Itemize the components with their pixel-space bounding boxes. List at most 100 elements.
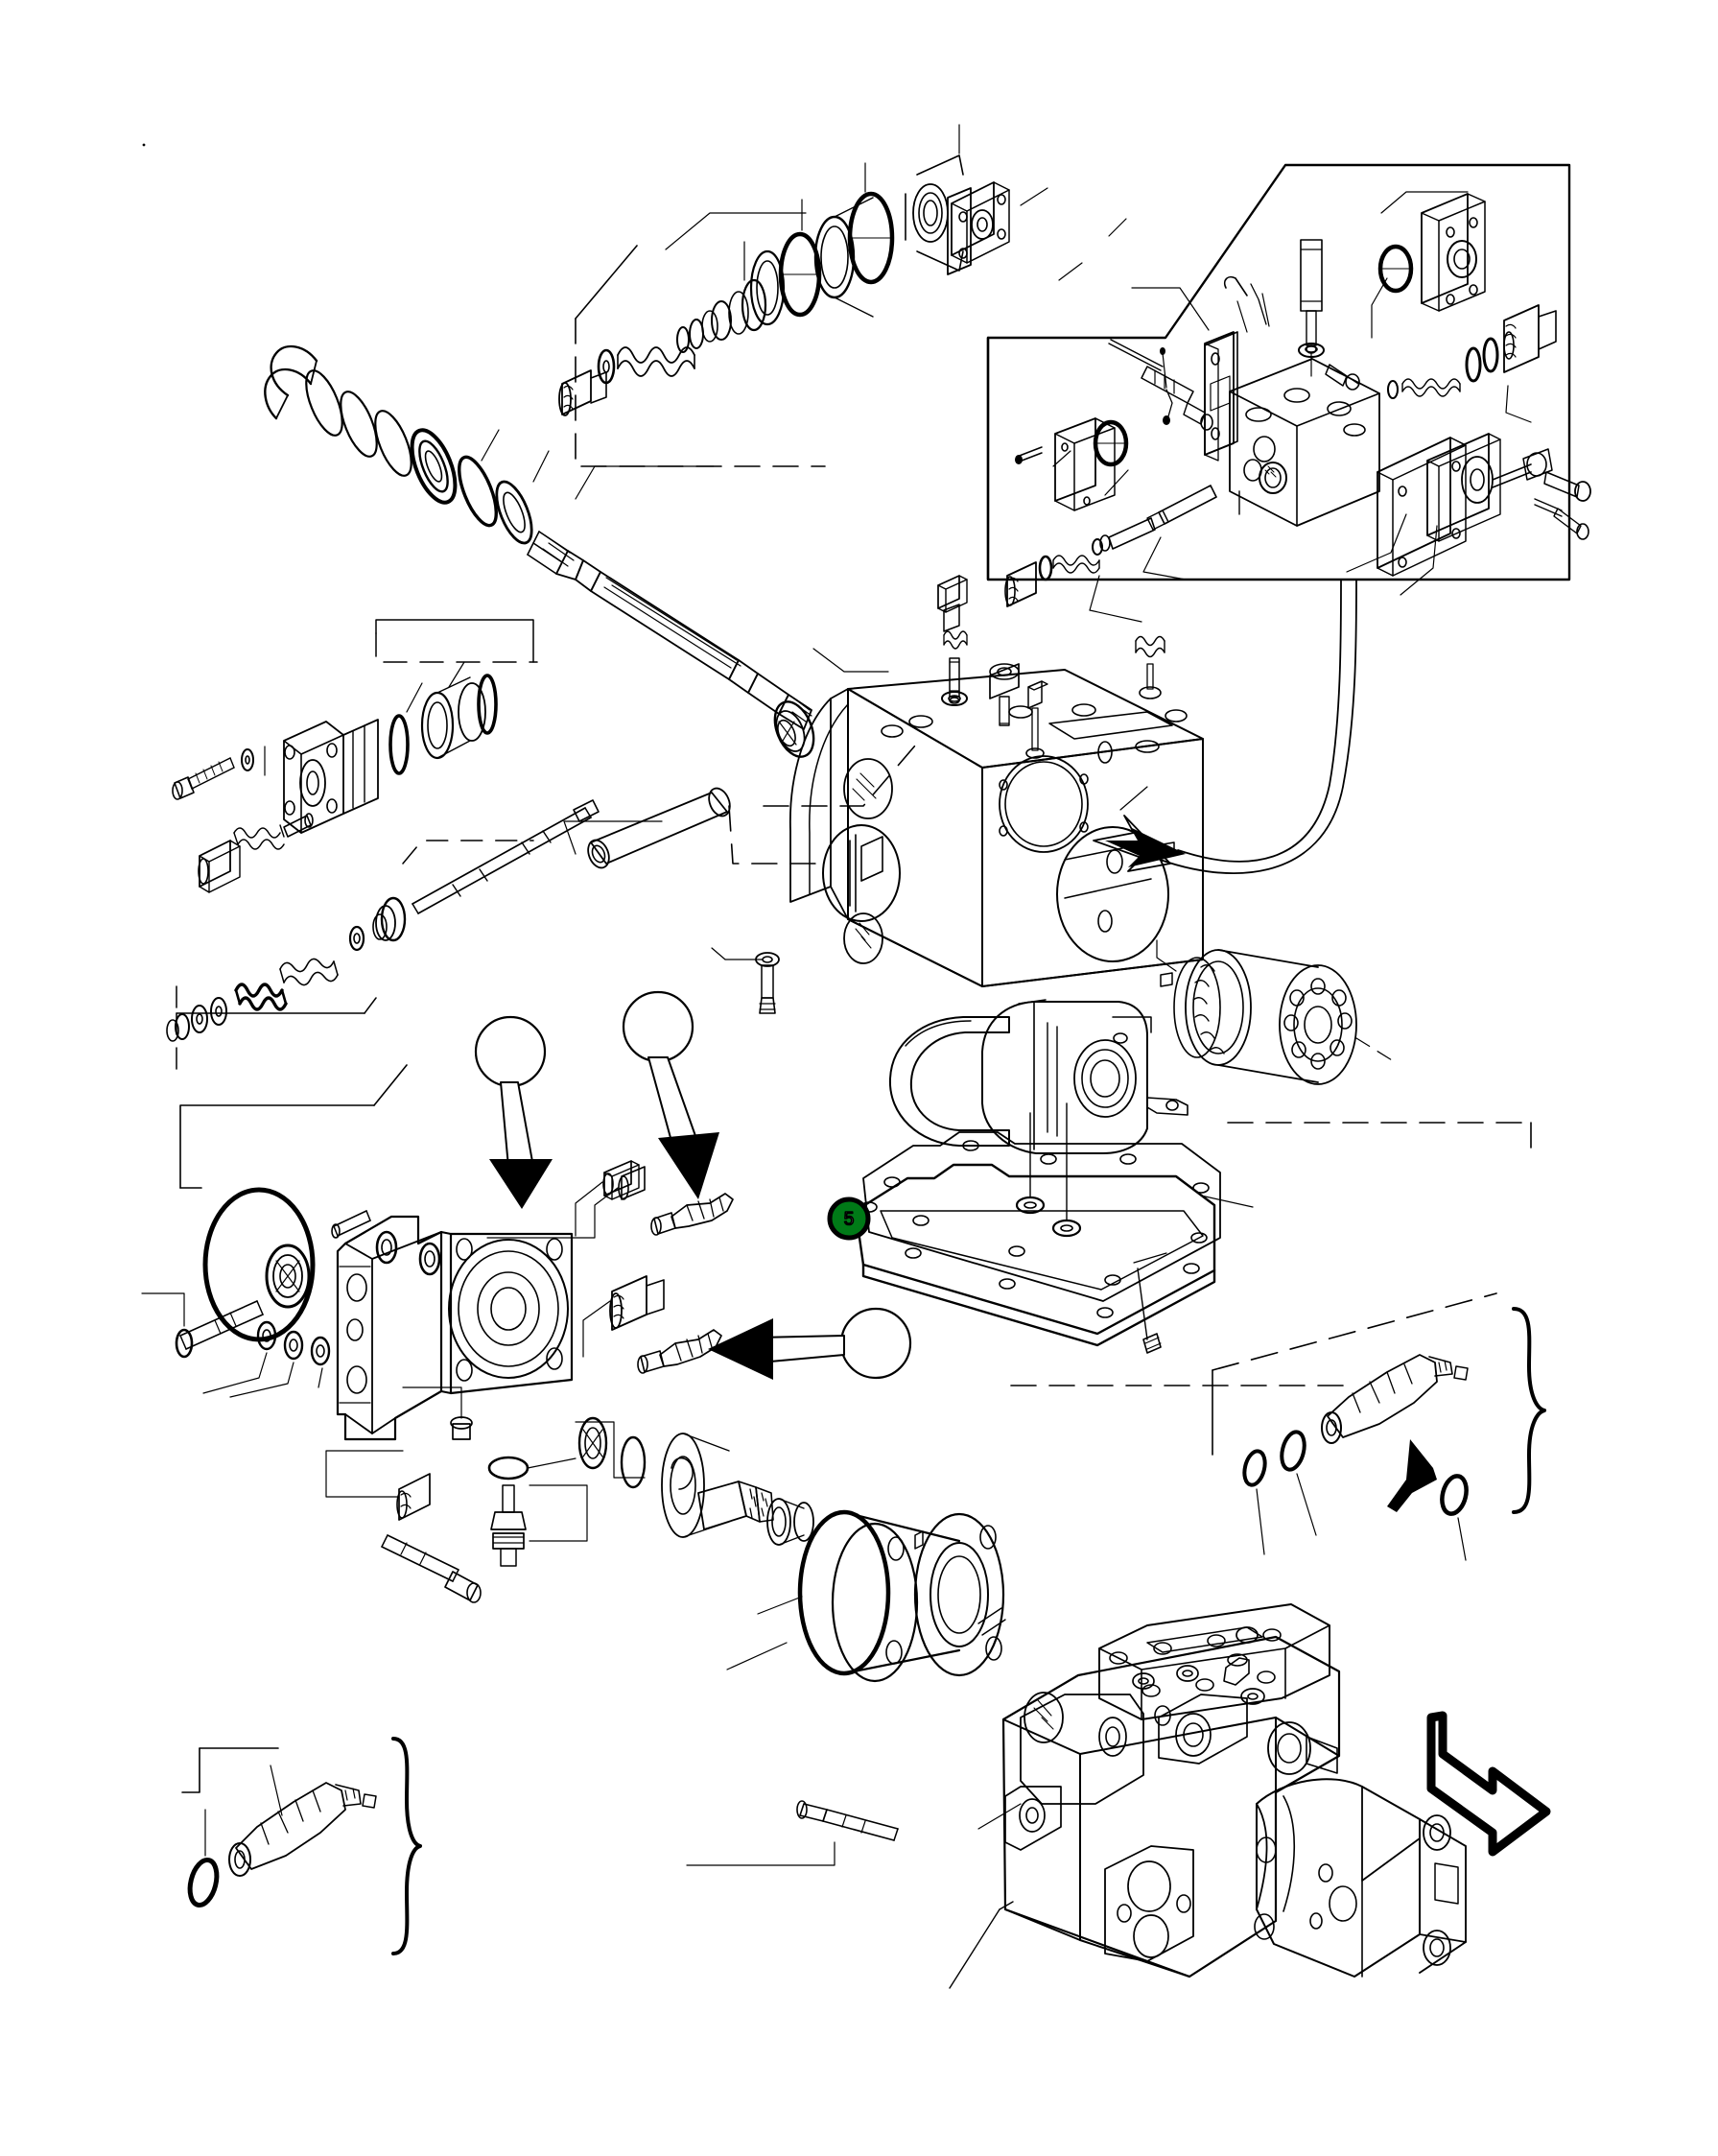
callout-balloon-c[interactable] [708, 1307, 912, 1380]
retaining-pin-bent [1223, 275, 1248, 296]
servo-cover-plate-right [1377, 437, 1467, 577]
o-ring-front-cover-b [778, 231, 822, 318]
bearing-outer-race-upper [728, 278, 767, 335]
front-cover-flange [951, 181, 1010, 264]
plug-threaded-end-cover [582, 1275, 665, 1358]
cover-plate-gasket [860, 1131, 1221, 1302]
shim-ring-1 [305, 369, 343, 437]
drive-shaft-bearing [773, 700, 815, 758]
front-cover-detail-box [575, 245, 826, 467]
end-cover-detail-box [179, 1064, 408, 1189]
cover-plate-bolt-a [1015, 1112, 1046, 1215]
valve-backing-plate [1204, 331, 1238, 456]
orifice-screw-end-cover [490, 1484, 588, 1567]
main-housing-dashed-outline [728, 738, 922, 865]
relief-spring-right [1401, 378, 1461, 397]
pilot-plunger-rod [1015, 446, 1043, 464]
o-ring-end-cover-small-a [375, 1230, 398, 1265]
spring-seat-washer-feedback [348, 925, 365, 952]
plug-screw-upper [558, 369, 607, 416]
outer-spring-feedback [234, 983, 288, 1011]
marker-5[interactable]: 5 [827, 1196, 871, 1241]
plug-hex-lower-end-cover [325, 1450, 431, 1521]
washer-end-cover-b [283, 1330, 304, 1361]
o-ring-relief-left [187, 1858, 220, 1907]
relief-valve-cartridge-left [228, 1782, 377, 1877]
inner-spring-feedback [279, 958, 339, 986]
o-ring-cover-plate-top-right [1377, 244, 1414, 294]
cover-plate-bolt-c [1137, 1268, 1162, 1354]
plug-hex-end-cover [575, 1160, 640, 1237]
servo-piston-detail-box [176, 619, 538, 1014]
o-ring-solenoid [1093, 419, 1129, 467]
spring-seat-washer-right [1387, 380, 1399, 399]
socket-head-bolt-lower-end-cover [381, 1534, 482, 1603]
spacer-ring-shaft [495, 480, 533, 545]
socket-head-bolt-housing-top [989, 663, 1020, 726]
seal-ring-relief-right [1440, 1474, 1469, 1516]
bottom-cover-plate [854, 1163, 1216, 1347]
relief-valve-cartridge-right [1321, 1354, 1469, 1444]
print-artifact-dot [142, 143, 146, 147]
cover-housing-boss [905, 154, 972, 275]
hex-nut-servo [198, 840, 241, 893]
marker-5-label: 5 [844, 1210, 855, 1230]
valve-cover-plate-top-right [1421, 193, 1486, 312]
shim-ring-2 [340, 391, 378, 458]
backup-ring-shaft [458, 455, 498, 528]
compression-spring-upper [617, 346, 695, 377]
o-ring-relief-right-b [1242, 1449, 1267, 1487]
pipe-plug-housing-top [1025, 680, 1048, 759]
relief-valve-detail-box-left [181, 1737, 422, 1955]
o-ring-orifice-screw [487, 1456, 577, 1481]
pilot-poppet [1325, 364, 1360, 391]
o-ring-front-cover-a [847, 191, 895, 285]
washer-end-cover-a [256, 1320, 277, 1351]
retaining-washer-feedback-b [191, 1005, 208, 1033]
sealing-washer-end-cover [402, 1386, 473, 1440]
washer-upper-b [676, 326, 690, 353]
feedback-shaft [412, 799, 600, 914]
plug-small-above-cartridge [486, 1166, 646, 1239]
swash-plate-cradle [981, 999, 1188, 1154]
backup-ring-front-cover [749, 249, 786, 326]
washer-servo [241, 748, 254, 771]
assembled-pump-reference [1001, 1603, 1467, 1978]
callout-balloon-a[interactable] [474, 1015, 553, 1209]
arrow-seal-ring-relief [1387, 1439, 1437, 1512]
cradle-bearing-saddle [888, 1016, 1010, 1147]
spool-valve-lower [1004, 485, 1217, 607]
check-valve-cartridge-a [650, 1193, 734, 1236]
callout-balloon-b[interactable] [622, 990, 719, 1199]
dowel-pin-end-cover [331, 1210, 371, 1239]
drain-plug-housing-bottom [711, 947, 780, 1014]
snap-ring-c-clip [264, 344, 318, 420]
socket-head-bolt-end-cover [175, 1300, 264, 1359]
o-ring-servo-b [477, 674, 498, 735]
oil-seal-ring [410, 428, 458, 505]
adjusting-screw-spring-servo [233, 813, 314, 850]
o-ring-right-plug-a [1465, 346, 1482, 383]
valve-block-body [1229, 358, 1380, 527]
splined-coupling [697, 1481, 774, 1530]
swashplate-assembly-dashed-outline [1010, 1122, 1532, 1386]
retaining-washer-feedback-a [210, 997, 227, 1026]
sleeve-bushing [587, 787, 731, 869]
piston-sleeve-servo [420, 676, 486, 760]
arrow-pointer-housing [1105, 827, 1186, 867]
socket-head-bolt-servo [172, 757, 235, 800]
check-valve-cartridge-b [637, 1329, 722, 1374]
check-valve-plug-top [937, 575, 968, 632]
check-valve-spring-right [1135, 635, 1165, 699]
o-ring-end-cover-small-b [418, 1242, 441, 1276]
o-ring-right-plug-b [1482, 337, 1499, 373]
servo-rod-end-fitting [1522, 448, 1591, 540]
spool-valve-assembly [1108, 339, 1213, 431]
pilot-pin-top [1298, 239, 1325, 377]
o-ring-servo-a [388, 714, 410, 775]
socket-head-bolt-coupling [686, 1800, 899, 1866]
check-valve-spring-top [943, 630, 968, 650]
